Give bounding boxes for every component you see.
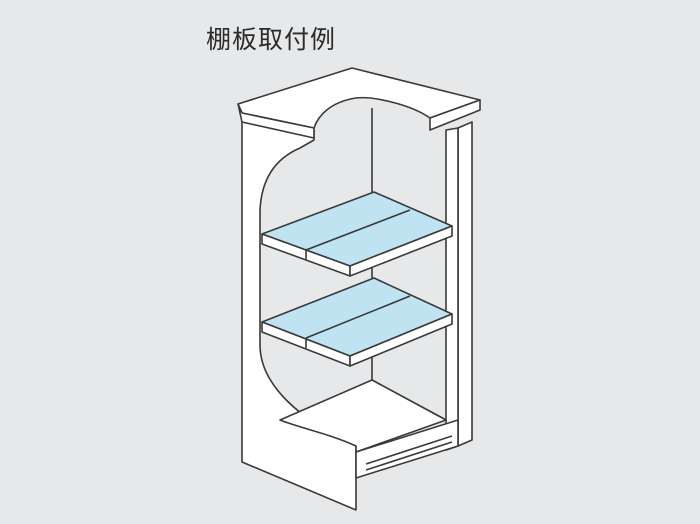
cabinet-top-front-edge bbox=[237, 103, 315, 139]
lower-shelf-side-edge bbox=[349, 313, 453, 367]
page-title: 棚板取付例 bbox=[206, 25, 337, 54]
cabinet-right-side-edge bbox=[445, 127, 459, 451]
cabinet-plinth-inner bbox=[365, 435, 453, 471]
cabinet-right-side bbox=[457, 121, 473, 447]
cabinet-top-right-edge bbox=[429, 99, 481, 131]
lower-shelf-divider bbox=[305, 295, 411, 339]
cabinet-plinth bbox=[355, 419, 459, 479]
upper-shelf-side-edge bbox=[349, 225, 453, 277]
cabinet-top-face bbox=[237, 67, 481, 129]
upper-shelf-divider bbox=[305, 209, 411, 251]
upper-shelf bbox=[261, 191, 453, 277]
cabinet-inner-back bbox=[371, 108, 447, 421]
cabinet-bottom bbox=[279, 379, 447, 453]
lower-shelf bbox=[261, 277, 453, 367]
